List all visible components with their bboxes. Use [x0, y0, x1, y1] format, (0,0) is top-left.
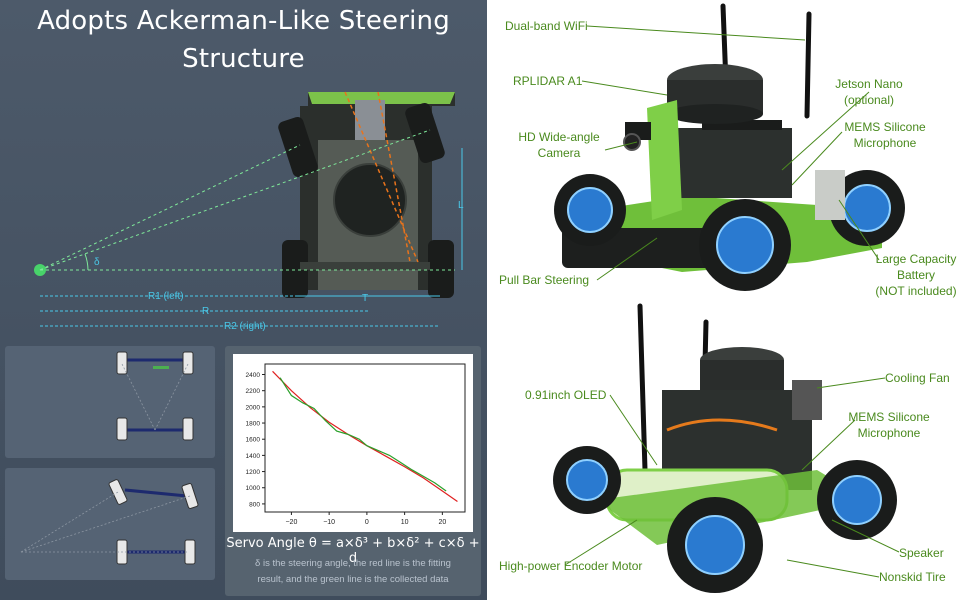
r-label: R	[202, 306, 209, 317]
steering-info-panel: Adopts Ackerman-Like Steering Structure …	[0, 0, 487, 600]
rear-right-tire	[182, 417, 194, 441]
turning-steering-diagram	[20, 479, 199, 565]
y-tick-label: 1200	[246, 469, 261, 476]
rear-right-rim	[832, 475, 882, 525]
guide-line-left	[20, 491, 119, 553]
lidar-base	[667, 104, 763, 124]
label-jetson-nano: Jetson Nano (optional)	[835, 77, 903, 107]
y-tick-label: 1400	[246, 453, 261, 460]
front-right-tire	[182, 351, 194, 375]
camera-bracket	[647, 100, 682, 220]
plot-frame	[264, 363, 466, 513]
turning-steering-panel	[5, 468, 215, 580]
label-battery: Large Capacity Battery (NOT included)	[875, 252, 957, 298]
lidar-top	[333, 163, 407, 237]
collected-data-line	[279, 377, 447, 492]
label-mems-microphone-2: MEMS Silicone Microphone	[848, 410, 930, 440]
x-tick-label: −10	[323, 519, 335, 526]
front-left-tire	[108, 479, 128, 505]
chassis-plate-front	[308, 92, 455, 104]
front-left-tire	[116, 351, 128, 375]
y-tick-label: 800	[249, 501, 260, 508]
front-right-rim	[685, 515, 745, 575]
x-tick-label: 0	[365, 519, 369, 526]
front-right-rim	[716, 216, 774, 274]
title-line-2: Structure	[182, 44, 305, 74]
chart-note-line-2: result, and the green line is the collec…	[257, 574, 449, 585]
label-oled: 0.91inch OLED	[525, 388, 607, 402]
robot-bottom-view	[553, 303, 897, 593]
r2-label: R2 (right)	[224, 321, 266, 332]
rear-right-wheel	[428, 240, 454, 298]
rear-right-rim	[843, 184, 891, 232]
robot-car-feature-panel: Dual-band WiFi RPLIDAR A1 Jetson Nano (o…	[487, 0, 970, 600]
rear-axle	[300, 262, 430, 270]
leader-lines	[564, 25, 900, 578]
servo-angle-chart: −20 −10 0 10 20 800 1000 1200 1400 1600 1800 2000 22…	[246, 363, 466, 526]
fitting-line	[272, 370, 458, 502]
delta-label: δ	[94, 257, 100, 268]
left-wheel-radius-line	[39, 144, 301, 271]
guide-line-right	[20, 495, 191, 553]
electronics-stack	[672, 128, 792, 198]
cooling-fan	[792, 380, 822, 420]
guide-line-right	[154, 363, 189, 431]
front-tie-rod	[124, 488, 188, 498]
battery-holder	[815, 170, 845, 220]
front-left-rim	[566, 459, 608, 501]
y-tick-label: 2200	[246, 388, 261, 395]
straight-steering-diagram	[116, 351, 194, 441]
label-nonskid-tire: Nonskid Tire	[879, 570, 946, 584]
x-tick-label: 10	[401, 519, 409, 526]
rear-left-wheel	[282, 240, 308, 298]
front-left-wheel	[278, 116, 318, 178]
servo-angle-panel: −20 −10 0 10 20 800 1000 1200 1400 1600 1800 2000 22…	[225, 346, 481, 596]
y-tick-label: 1800	[246, 421, 261, 428]
steering-line-b	[377, 91, 411, 263]
front-left-rim	[567, 187, 613, 233]
front-right-wheel	[405, 102, 445, 164]
label-mems-microphone-1: MEMS Silicone Microphone	[844, 120, 926, 150]
delta-arc	[84, 253, 89, 271]
title-line-1: Adopts Ackerman-Like Steering	[37, 6, 450, 36]
guide-line-left	[121, 363, 156, 431]
robot-car-illustrations	[553, 3, 905, 593]
x-tick-label: 20	[438, 519, 446, 526]
straight-steering-panel	[5, 346, 215, 458]
wiring	[666, 418, 778, 432]
label-dual-band-wifi: Dual-band WiFi	[505, 19, 588, 33]
label-cooling-fan: Cooling Fan	[885, 371, 950, 385]
top-plate	[702, 120, 782, 130]
y-tick-label: 1600	[246, 437, 261, 444]
chart-note-line-1: δ is the steering angle, the red line is…	[255, 558, 451, 569]
wheelbase-label: L	[458, 200, 464, 211]
servo-angle-chart-box: −20 −10 0 10 20 800 1000 1200 1400 1600 1800 2000 22…	[233, 354, 473, 532]
y-tick-label: 2000	[246, 404, 261, 411]
label-pull-bar-steering: Pull Bar Steering	[499, 273, 590, 287]
label-rplidar: RPLIDAR A1	[513, 74, 583, 88]
ackermann-diagram: δ L R1 (left) T R R2 (right)	[34, 91, 464, 332]
antenna-right	[804, 11, 812, 119]
label-speaker: Speaker	[899, 546, 944, 560]
camera-lens	[623, 133, 641, 151]
antenna-left	[637, 303, 648, 473]
lidar-body	[700, 360, 784, 392]
x-tick-label: −20	[285, 519, 297, 526]
servo-link	[153, 366, 169, 369]
servo-angle-formula: Servo Angle θ = a×δ³ + b×δ² + c×δ + d	[226, 536, 480, 566]
y-tick-label: 2400	[246, 372, 261, 379]
rear-left-tire	[116, 417, 128, 441]
label-encoder-motor: High-power Encoder Motor	[499, 559, 643, 573]
r1-label: R1 (left)	[148, 291, 184, 302]
steering-line-a	[344, 91, 419, 263]
track-label: T	[362, 293, 368, 304]
label-hd-camera: HD Wide-angle Camera	[518, 130, 600, 160]
y-tick-label: 1000	[246, 485, 261, 492]
robot-top-view	[554, 3, 905, 291]
